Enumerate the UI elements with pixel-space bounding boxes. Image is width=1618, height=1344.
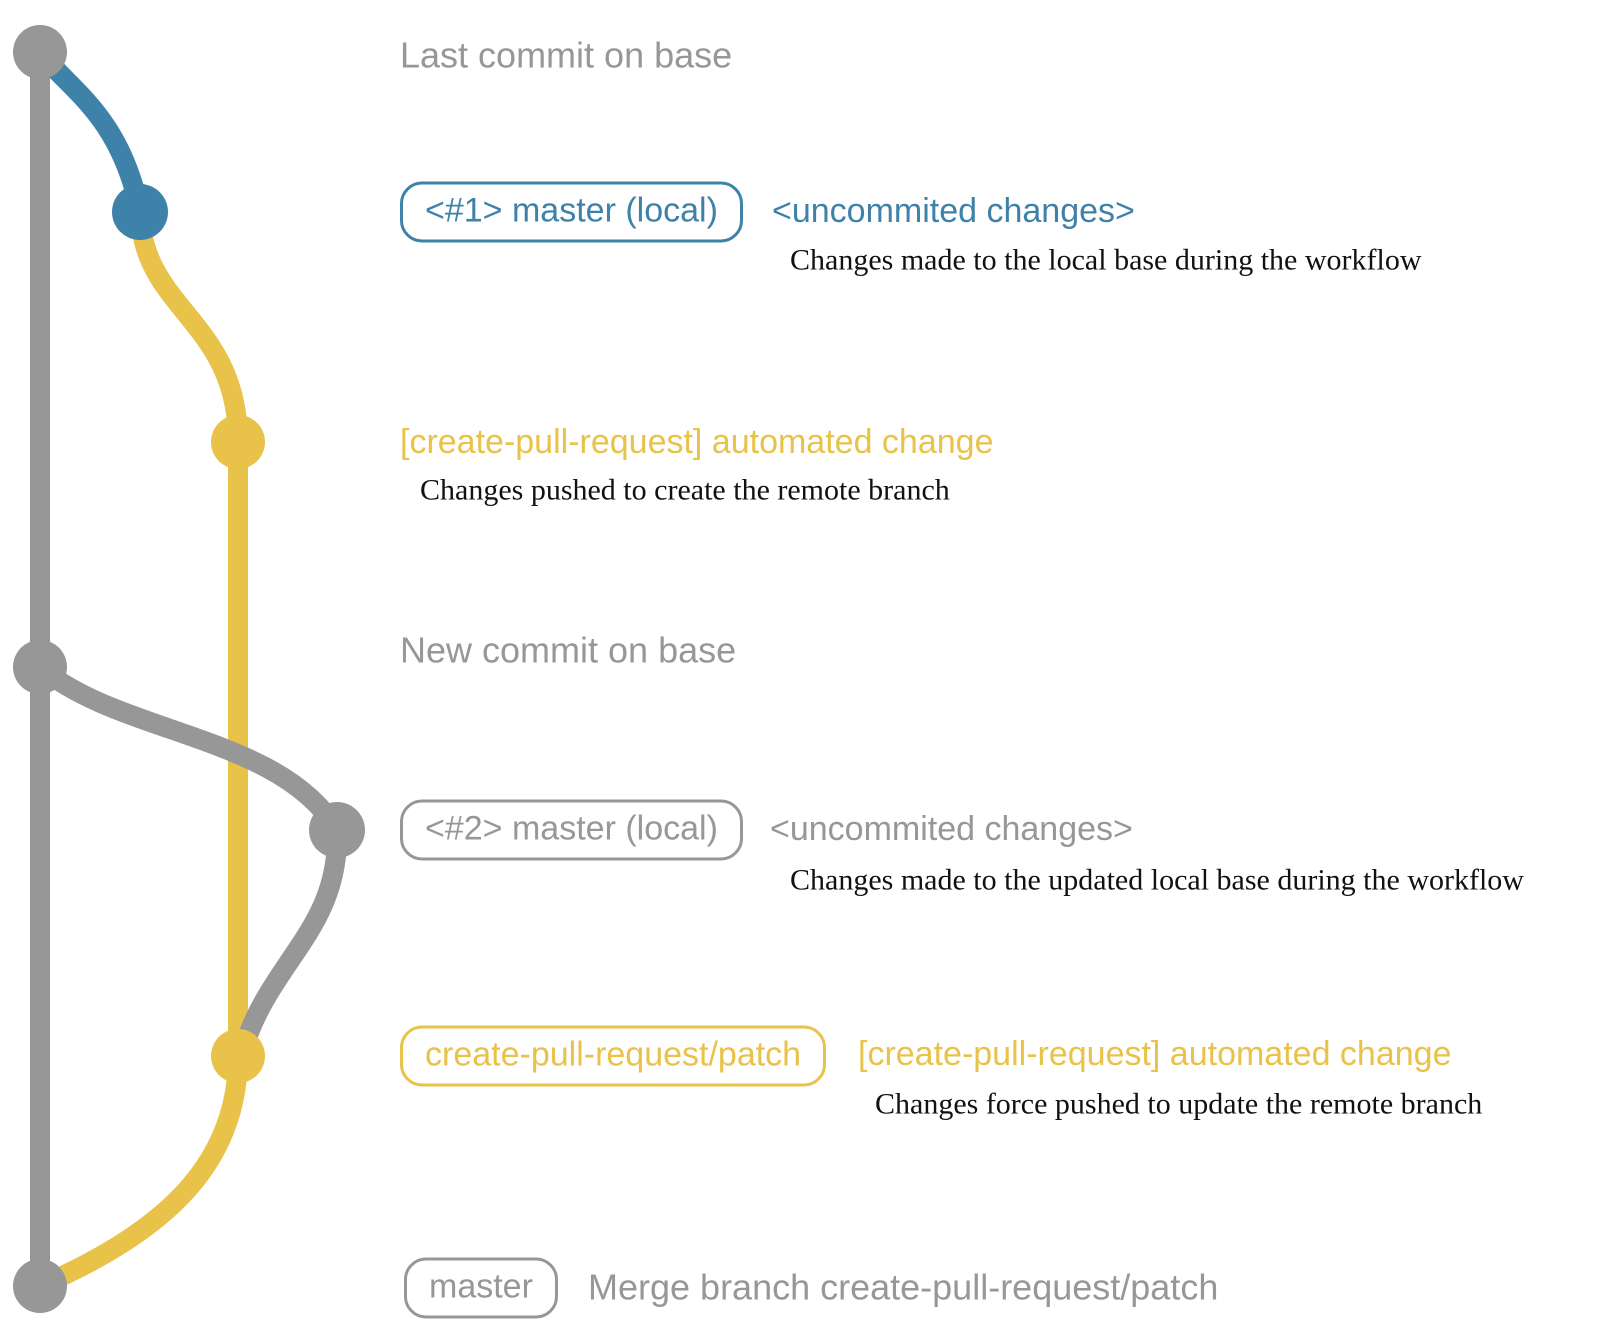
branch-badge-patch: create-pull-request/patch bbox=[400, 1025, 827, 1087]
branch-badge-master-local-2: <#2> master (local) bbox=[400, 799, 743, 861]
commit-node-new-base bbox=[13, 640, 67, 694]
commit2-caption: Changes made to the updated local base d… bbox=[790, 863, 1524, 897]
commit2-message: <uncommited changes> bbox=[770, 809, 1133, 848]
commit-node-merge bbox=[13, 1259, 67, 1313]
branch-badge-master: master bbox=[404, 1257, 558, 1319]
push2-message: [create-pull-request] automated change bbox=[858, 1034, 1452, 1073]
commit1-message: <uncommited changes> bbox=[772, 191, 1135, 230]
commit1-caption: Changes made to the local base during th… bbox=[790, 243, 1422, 277]
push2-caption: Changes force pushed to update the remot… bbox=[875, 1087, 1483, 1121]
push1-caption: Changes pushed to create the remote bran… bbox=[420, 473, 950, 507]
branch-badge-master-local-1: <#1> master (local) bbox=[400, 181, 743, 243]
commit-node-patch-2 bbox=[211, 1029, 265, 1083]
last-commit-label: Last commit on base bbox=[400, 34, 733, 76]
updated-local-branch-curve bbox=[33, 659, 348, 1053]
merge-message: Merge branch create-pull-request/patch bbox=[588, 1266, 1219, 1308]
local-commit-branch-curve bbox=[32, 45, 150, 215]
push1-message: [create-pull-request] automated change bbox=[400, 422, 994, 461]
commit-node-last-base bbox=[13, 25, 67, 79]
merge-curve bbox=[36, 1055, 248, 1296]
commit-node-local-1 bbox=[112, 184, 168, 240]
new-commit-label: New commit on base bbox=[400, 629, 737, 671]
commit-node-local-2 bbox=[309, 802, 365, 858]
commit-node-patch-1 bbox=[211, 415, 265, 469]
patch-branch-line bbox=[130, 211, 248, 1056]
